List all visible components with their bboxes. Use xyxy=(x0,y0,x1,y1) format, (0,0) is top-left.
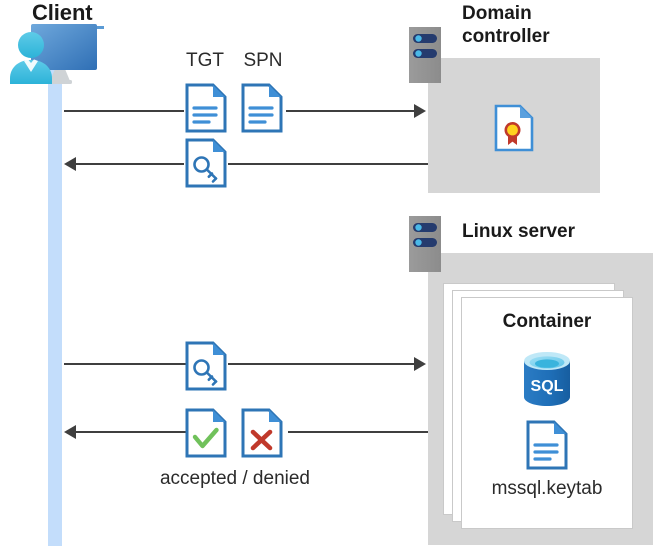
linux-server-rack-icon xyxy=(409,216,441,277)
accepted-document-icon xyxy=(185,408,227,463)
domain-controller-title: Domain controller xyxy=(462,2,642,48)
message-1-line-right xyxy=(286,110,414,112)
message-2-line-right xyxy=(228,163,428,165)
container-title: Container xyxy=(502,311,592,332)
domain-controller-rack-icon xyxy=(409,27,441,88)
message-label-tgt: TGT xyxy=(186,50,224,71)
key-document-icon xyxy=(185,138,227,193)
tgt-document-icon xyxy=(185,83,227,138)
message-4-line-left xyxy=(76,431,186,433)
key-document-icon-2 xyxy=(185,341,227,396)
spn-document-icon xyxy=(241,83,283,138)
accepted-denied-caption: accepted / denied xyxy=(159,468,310,489)
message-4-line-right xyxy=(288,431,428,433)
message-3-line-left xyxy=(64,363,186,365)
message-4-arrowhead xyxy=(64,425,76,439)
message-1-line-left xyxy=(64,110,184,112)
message-1-arrowhead xyxy=(414,104,426,118)
sql-database-icon: SQL xyxy=(521,350,573,413)
container-card-front xyxy=(461,297,633,529)
linux-server-title: Linux server xyxy=(462,221,575,242)
svg-text:SQL: SQL xyxy=(531,378,564,395)
client-workstation-icon xyxy=(6,22,102,90)
client-title: Client xyxy=(32,0,93,25)
denied-document-icon xyxy=(241,408,283,463)
message-3-arrowhead xyxy=(414,357,426,371)
message-2-line-left xyxy=(76,163,184,165)
domain-controller-title-line1: Domain xyxy=(462,3,532,24)
certificate-document-icon xyxy=(494,104,534,157)
keytab-document-icon xyxy=(526,420,568,475)
domain-controller-title-line2: controller xyxy=(462,26,550,47)
client-lifeline xyxy=(48,62,62,546)
message-label-spn: SPN xyxy=(243,50,283,71)
message-2-arrowhead xyxy=(64,157,76,171)
keytab-label: mssql.keytab xyxy=(491,478,603,499)
message-3-line-right xyxy=(228,363,414,365)
